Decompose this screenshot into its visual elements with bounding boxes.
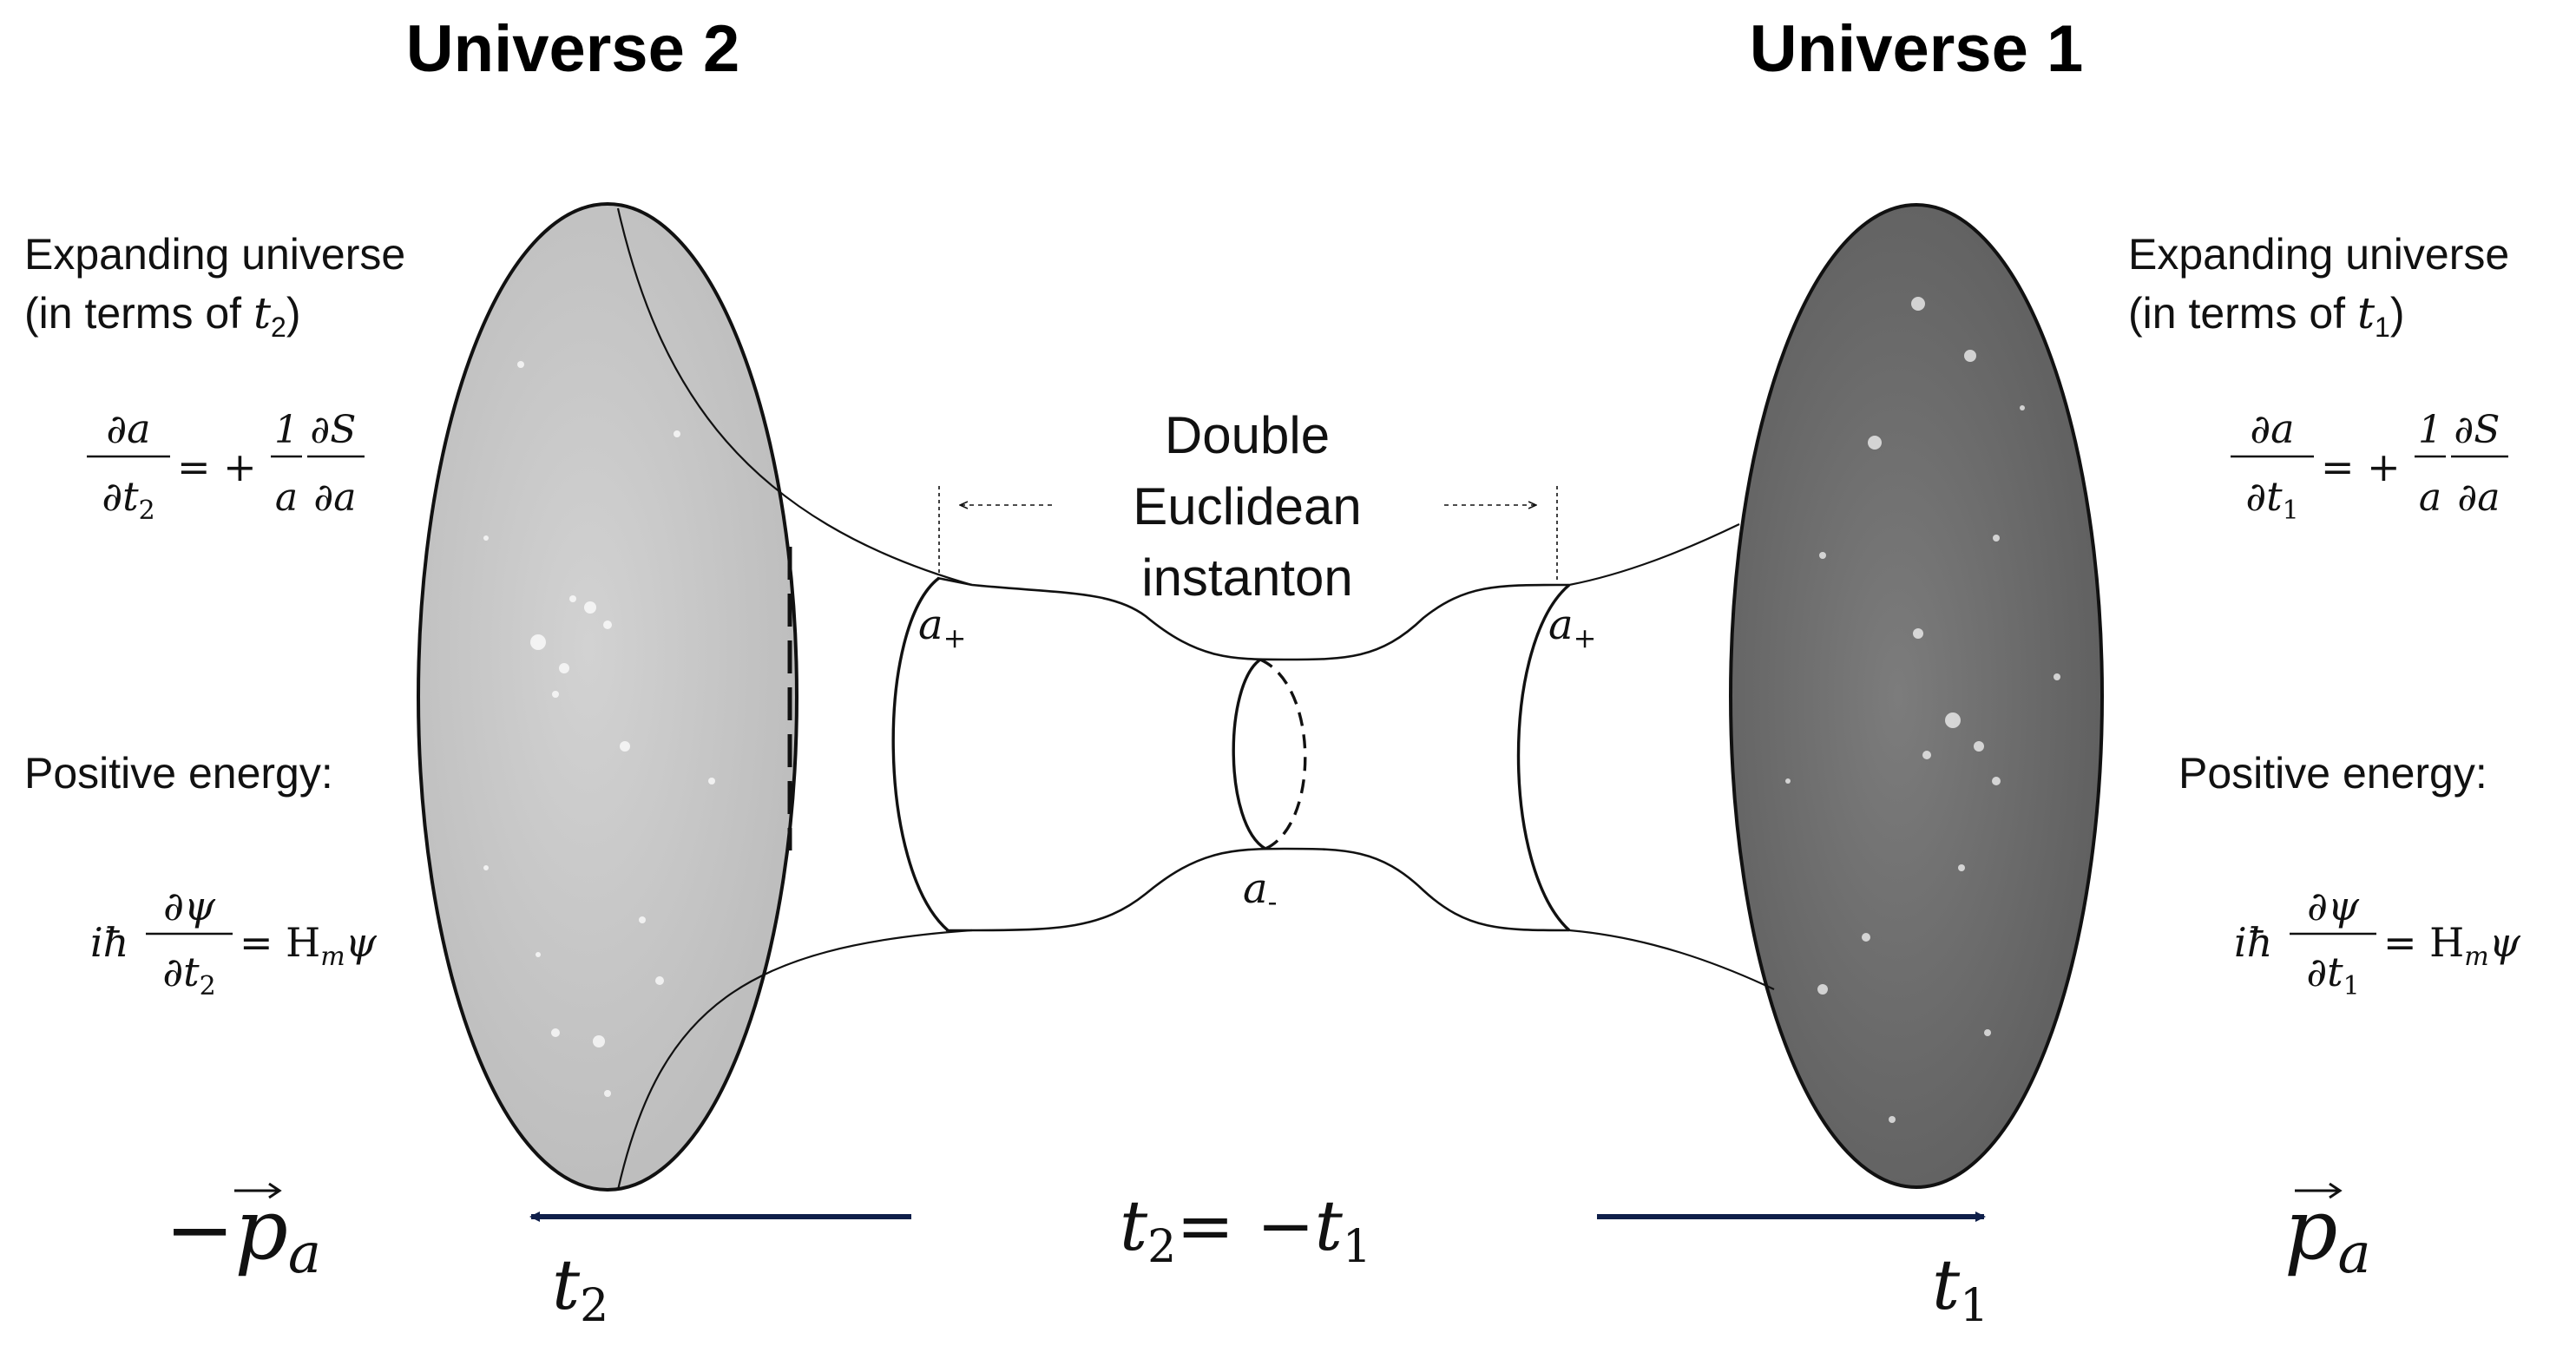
svg-text:−pa: −pa (165, 1181, 321, 1286)
right-aplus-label: a+ (1548, 601, 1596, 654)
svg-text:∂t2: ∂t2 (162, 949, 215, 1001)
svg-text:= +: = + (177, 443, 257, 490)
universe2-schrodinger-equation: iħ ∂ψ ∂t2 = Hmψ (90, 883, 378, 1001)
instanton-label-line3: instanton (1141, 548, 1353, 607)
left-aplus-section (891, 576, 950, 932)
time-relation: t2= −t1 (1120, 1185, 1371, 1273)
svg-text:∂a: ∂a (106, 405, 150, 452)
svg-text:∂a: ∂a (2458, 476, 2500, 520)
svg-text:∂ψ: ∂ψ (2307, 883, 2360, 929)
t1-label: t1 (1932, 1244, 1988, 1332)
aminus-label: a- (1243, 864, 1277, 918)
left-aplus-label: a+ (918, 601, 966, 654)
svg-text:1: 1 (274, 408, 299, 452)
svg-text:∂S: ∂S (311, 408, 357, 452)
svg-text:∂t2: ∂t2 (102, 473, 154, 526)
universe1-title: Universe 1 (1750, 12, 2083, 86)
svg-text:iħ: iħ (2234, 919, 2272, 966)
universe1-annotations: Expanding universe (in terms of t1) ∂a ∂… (2128, 230, 2521, 1001)
svg-text:∂S: ∂S (2454, 408, 2500, 452)
universe2-sphere (417, 202, 798, 1192)
universe2-hubble-equation: ∂a ∂t2 = + 1 a ∂S ∂a (87, 405, 365, 526)
universe1-expanding-line2: (in terms of t1) (2128, 288, 2405, 343)
instanton-tube (936, 576, 1570, 932)
svg-text:1: 1 (2418, 408, 2442, 452)
universe1-schrodinger-equation: iħ ∂ψ ∂t1 = Hmψ (2234, 883, 2521, 1001)
universe1-positive-energy: Positive energy: (2178, 749, 2487, 798)
universe2-positive-energy: Positive energy: (24, 749, 333, 798)
svg-text:∂ψ: ∂ψ (163, 883, 216, 929)
universe2-annotations: Expanding universe (in terms of t2) ∂a ∂… (24, 230, 405, 1001)
svg-text:a: a (275, 476, 298, 520)
throat-aminus-front (1232, 658, 1266, 850)
universe2-throat-lines (616, 207, 973, 1191)
universe2-expanding-line2: (in terms of t2) (24, 288, 301, 343)
svg-text:pa: pa (2284, 1181, 2371, 1286)
svg-text:iħ: iħ (90, 919, 128, 966)
universe2-title: Universe 2 (406, 12, 739, 86)
t2-label: t2 (552, 1244, 608, 1332)
throat-aminus-back (1259, 658, 1307, 850)
svg-text:∂t1: ∂t1 (2245, 473, 2298, 526)
svg-text:= Hmψ: = Hmψ (240, 919, 378, 972)
universe1-stars (1785, 297, 2060, 1123)
instanton-label-line1: Double (1165, 406, 1330, 464)
universe2-stars (483, 361, 715, 1097)
universe1-hubble-equation: ∂a ∂t1 = + 1 a ∂S ∂a (2231, 405, 2508, 526)
svg-text:a: a (2419, 476, 2441, 520)
universe1-sphere (1729, 203, 2104, 1189)
right-aplus-section (1516, 583, 1571, 932)
svg-text:∂a: ∂a (2250, 405, 2294, 452)
svg-text:= Hmψ: = Hmψ (2383, 919, 2521, 972)
universe1-momentum: pa (2284, 1181, 2371, 1286)
svg-text:∂t1: ∂t1 (2306, 949, 2359, 1001)
universe2-momentum: −pa (165, 1181, 321, 1286)
instanton-label-line2: Euclidean (1133, 477, 1362, 535)
universe2-expanding-line1: Expanding universe (24, 230, 405, 279)
universe1-expanding-line1: Expanding universe (2128, 230, 2509, 279)
svg-text:∂a: ∂a (314, 476, 357, 520)
svg-text:= +: = + (2321, 443, 2401, 490)
universe1-throat-lines (1568, 523, 1775, 990)
